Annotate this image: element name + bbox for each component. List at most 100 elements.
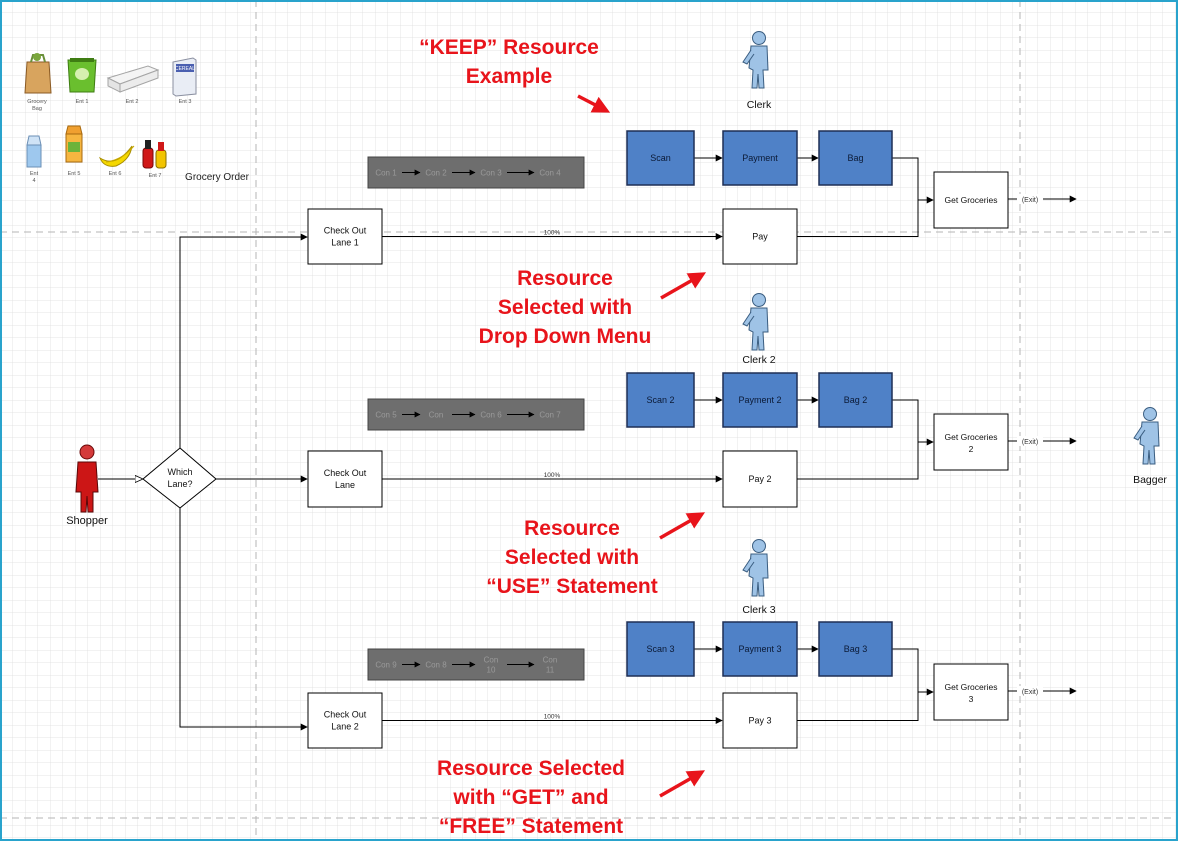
percent-label: 100%	[544, 714, 561, 721]
consumable-label: Con 4	[539, 169, 561, 178]
checkout-label: Lane 1	[331, 238, 359, 248]
exit-label-bg	[1017, 194, 1043, 204]
percent-label: 100%	[544, 472, 561, 479]
consumable-label: Con 8	[425, 661, 447, 670]
egg-carton-icon[interactable]	[106, 65, 160, 93]
svg-text:CEREAL: CEREAL	[175, 66, 195, 72]
entity-legend: CEREAL	[24, 53, 197, 169]
entity-label: Ent 5	[68, 171, 81, 177]
shopper-actor[interactable]: Shopper	[66, 444, 108, 527]
activity-step[interactable]: Bag	[818, 130, 893, 186]
consumable-label: Con 1	[375, 169, 397, 178]
activity-step[interactable]: Payment 3	[722, 621, 798, 677]
decision-which-lane[interactable]: Which Lane?	[142, 447, 217, 509]
green-bag-icon[interactable]	[67, 58, 97, 93]
pay-label: Pay	[752, 232, 768, 242]
consumable-label: Con 7	[539, 411, 561, 420]
juice-carton-icon[interactable]	[65, 125, 83, 163]
activity-step[interactable]: Scan 3	[626, 621, 695, 677]
checkout-label: Check Out	[324, 710, 367, 720]
exit-label-bg	[1017, 436, 1043, 446]
clerk-2-label: Clerk 2	[742, 354, 775, 366]
entity-label: Ent 1	[76, 99, 89, 105]
get-groceries-label: Get Groceries	[945, 195, 998, 205]
clerk-1-actor[interactable]: Clerk	[742, 31, 772, 112]
activity-step[interactable]: Payment 2	[722, 372, 798, 428]
pay-box[interactable]: Pay 2	[722, 450, 798, 508]
get-groceries-box[interactable]: Get Groceries	[933, 171, 1009, 229]
use-annotation-line: Resource	[524, 517, 620, 540]
grocery-bag-icon[interactable]	[24, 53, 52, 94]
use-arrow	[659, 512, 706, 540]
legend-title: Grocery Order	[185, 172, 250, 183]
cereal-box-icon[interactable]: CEREAL	[172, 57, 197, 97]
checkout-label: Lane 2	[331, 722, 359, 732]
decision-label-line1: Which	[167, 467, 192, 477]
exit-label: (Exit)	[1022, 197, 1038, 204]
activity-step-label: Scan 3	[646, 644, 674, 654]
consumable-label: Con 5	[375, 411, 397, 420]
pay-label: Pay 3	[748, 716, 771, 726]
get-groceries-label: Get Groceries	[945, 432, 998, 442]
activity-step[interactable]: Bag 2	[818, 372, 893, 428]
entity-label: Ent 2	[126, 99, 139, 105]
activity-step-label: Bag 2	[844, 395, 868, 405]
clerk-figure-icon	[742, 31, 769, 89]
milk-carton-icon[interactable]	[26, 135, 42, 168]
checkout-label: Check Out	[324, 226, 367, 236]
shopper-label: Shopper	[66, 515, 108, 527]
banana-icon[interactable]	[98, 145, 135, 167]
activity-step[interactable]: Bag 3	[818, 621, 893, 677]
activity-step-label: Bag 3	[844, 644, 868, 654]
clerk-2-actor[interactable]: Clerk 2	[742, 293, 776, 367]
activity-step[interactable]: Payment	[722, 130, 798, 186]
clerk-3-actor[interactable]: Clerk 3	[742, 539, 776, 617]
clerk-1-label: Clerk	[747, 99, 772, 111]
clerk-3-label: Clerk 3	[742, 604, 775, 616]
use-annotation-line: Selected with	[505, 546, 639, 569]
activity-step[interactable]: Scan	[626, 130, 695, 186]
clerk-figure-icon	[742, 539, 769, 597]
exit-label: (Exit)	[1022, 439, 1038, 446]
activity-step-label: Bag	[847, 153, 863, 163]
pay-box[interactable]: Pay	[722, 208, 798, 265]
getfree-annotation-line: Resource Selected	[437, 757, 625, 780]
condiment-bottles-icon[interactable]	[142, 140, 167, 169]
consumable-label: Con	[429, 411, 444, 420]
activity-step[interactable]: Scan 2	[626, 372, 695, 428]
entity-label: Ent 6	[109, 171, 122, 177]
checkout-label: Lane	[335, 480, 355, 490]
consumable-label: Con 9	[375, 661, 397, 670]
pay-label: Pay 2	[748, 474, 771, 484]
pay-box[interactable]: Pay 3	[722, 692, 798, 749]
get-groceries-label: Get Groceries	[945, 682, 998, 692]
entity-label: Ent 7	[149, 173, 162, 179]
getfree-annotation-line: with “GET” and	[452, 786, 608, 809]
clerk-figure-icon	[1133, 407, 1160, 465]
consumable-label: Con 2	[425, 169, 447, 178]
getfree-arrow	[659, 770, 706, 798]
bagger-actor[interactable]: Bagger	[1133, 407, 1167, 487]
clerk-figure-icon	[742, 293, 769, 351]
